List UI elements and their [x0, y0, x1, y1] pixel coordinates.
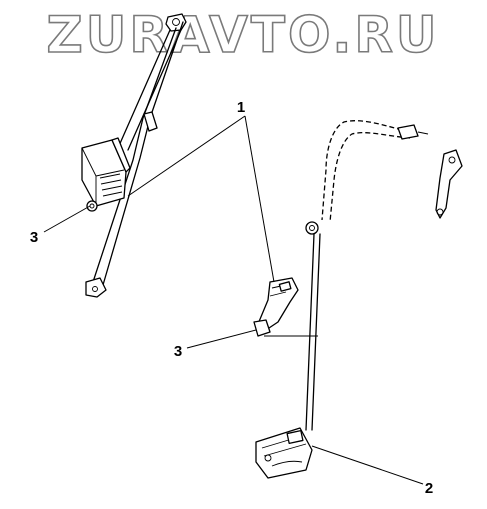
- upper-rear-anchor: [397, 124, 419, 140]
- side-bracket: [435, 149, 463, 219]
- webbing-clip: [143, 111, 158, 132]
- leader-1-to-left-belt: [127, 115, 246, 197]
- buckle-mount-bolt: [253, 319, 271, 337]
- belt-routing-dashed-upper: [321, 120, 403, 221]
- callout-3-center: 3: [174, 343, 182, 360]
- belt-webbing-long: [92, 21, 184, 286]
- front-seat-belt-assembly: [81, 13, 187, 298]
- leader-2: [311, 445, 424, 485]
- callout-2: 2: [425, 480, 433, 497]
- callout-3-left: 3: [30, 229, 38, 246]
- rear-retractor: [255, 427, 313, 479]
- rear-belt-webbing: [305, 233, 321, 431]
- leader-1-to-buckle: [244, 115, 275, 283]
- callout-1: 1: [237, 99, 245, 116]
- buckle-body: [257, 277, 299, 331]
- belt-guide-bolt: [305, 221, 319, 235]
- belt-webbing-upper: [117, 29, 182, 151]
- buckle-assembly: [253, 277, 299, 337]
- rear-retractor-housing: [255, 427, 313, 479]
- leader-3a: [43, 205, 91, 233]
- leader-lines: [43, 115, 424, 485]
- lower-anchor: [85, 277, 107, 298]
- leader-3b: [186, 329, 257, 349]
- rear-seat-belt-assembly: [305, 120, 463, 431]
- belt-routing-dashed-lower: [329, 132, 411, 223]
- watermark-text: ZURAVTO.RU: [47, 6, 440, 64]
- retractor-bolt: [86, 200, 98, 212]
